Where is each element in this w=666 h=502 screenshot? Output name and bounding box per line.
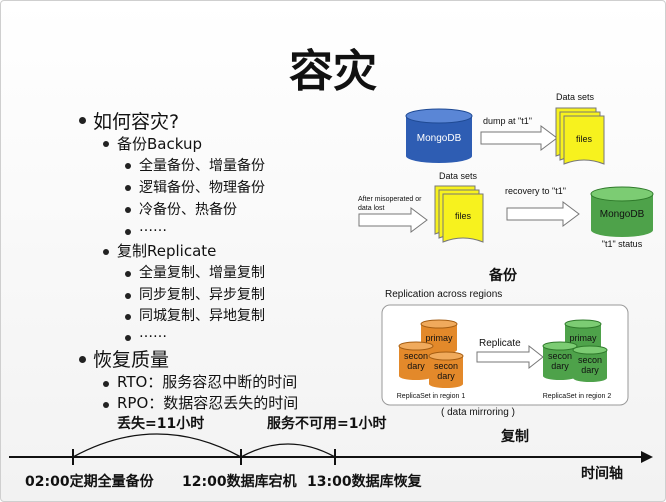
datasets2-label: Data sets <box>439 171 478 181</box>
outline-backup-item: 全量备份、增量备份 <box>139 158 265 174</box>
dump-label: dump at "t1" <box>483 116 532 126</box>
bullet-icon <box>125 229 131 235</box>
files1-label: files <box>576 134 593 144</box>
bullet-icon <box>103 381 109 387</box>
bullet-icon <box>125 335 131 341</box>
bullet-icon <box>125 185 131 191</box>
time-label: 12:00数据库宕机 <box>182 474 297 490</box>
bullet-icon <box>125 293 131 299</box>
primay-label: primay <box>569 333 597 343</box>
bullet-icon <box>125 271 131 277</box>
datasets1-label: Data sets <box>556 92 595 102</box>
axis-label: 时间轴 <box>581 466 623 482</box>
after-label: After misoperated or <box>358 196 422 203</box>
outline-replicate-item: 同步复制、异步复制 <box>139 287 265 303</box>
outline-quality-item: RTO：服务容忍中断的时间 <box>117 373 298 391</box>
files-icon <box>555 107 605 165</box>
outline-backup-item: 逻辑备份、物理备份 <box>139 180 265 196</box>
recovery-label: recovery to "t1" <box>505 186 566 196</box>
loss-label: 丢失=11小时 <box>117 416 205 432</box>
bullet-icon <box>125 314 131 320</box>
replica-secondary-icon <box>572 345 608 382</box>
files-icon <box>434 185 484 243</box>
outline-replicate-item: 全量复制、增量复制 <box>139 265 265 281</box>
dary-label: dary <box>407 361 425 371</box>
replica-secondary-icon <box>542 341 578 380</box>
bullet-icon <box>103 141 109 147</box>
backup-diagram: MongoDB dump at "t1" Data sets files Aft… <box>358 92 654 249</box>
outline-backup: 备份Backup <box>117 135 202 153</box>
outline-question: 如何容灾? <box>93 111 180 133</box>
replica-secondary-icon <box>428 351 464 388</box>
slide-title: 容灾 <box>289 46 377 97</box>
outline-replicate-item: 同城复制、异地复制 <box>139 308 265 324</box>
region2-label: ReplicaSet in region 2 <box>543 393 612 400</box>
bullet-icon <box>125 163 131 169</box>
replicate-label: Replicate <box>479 338 521 349</box>
arrow-right-icon <box>476 344 544 370</box>
bullet-icon <box>103 402 109 408</box>
outline-replicate-item: …… <box>139 325 167 341</box>
bullet-icon <box>103 249 109 255</box>
outline-quality: 恢复质量 <box>93 349 170 371</box>
secon-label: secon <box>548 351 572 361</box>
outline-quality-item: RPO：数据容忍丢失的时间 <box>117 394 299 412</box>
unavailable-span-arc <box>240 443 336 458</box>
loss-span-arc <box>72 433 242 458</box>
replication-diagram: primay secon dary secon dary Replicate p… <box>381 304 629 406</box>
secon-label: secon <box>404 351 428 361</box>
backup-caption: 备份 <box>489 268 517 284</box>
dary-label: dary <box>551 361 569 371</box>
db1-label: MongoDB <box>417 133 462 144</box>
after-label-2: data lost <box>358 205 385 212</box>
secon-label: secon <box>434 361 458 371</box>
arrow-right-icon <box>480 125 558 151</box>
arrow-right-icon <box>358 207 428 233</box>
bullet-icon <box>79 117 86 124</box>
outline-replicate: 复制Replicate <box>117 242 217 260</box>
mirroring-label: ( data mirroring ) <box>441 407 515 418</box>
arrow-right-icon <box>506 201 580 227</box>
dary-label: dary <box>581 365 599 375</box>
axis-arrow-icon <box>641 451 653 463</box>
db2-label: MongoDB <box>600 209 645 220</box>
primay-label: primay <box>425 333 453 343</box>
secon-label: secon <box>578 355 602 365</box>
outline-backup-item: …… <box>139 219 167 235</box>
dary-label: dary <box>437 371 455 381</box>
replication-caption: 复制 <box>501 429 529 445</box>
mongodb-green-icon <box>590 186 654 237</box>
status-label: "t1" status <box>602 239 643 249</box>
outline-backup-item: 冷备份、热备份 <box>139 202 237 218</box>
time-label: 13:00数据库恢复 <box>307 474 422 490</box>
unavailable-label: 服务不可用=1小时 <box>267 416 387 432</box>
replication-header: Replication across regions <box>385 289 503 300</box>
timeline-axis <box>9 433 653 465</box>
replica-secondary-icon <box>398 341 434 380</box>
bullet-icon <box>79 356 86 363</box>
bullet-icon <box>125 207 131 213</box>
region1-label: ReplicaSet in region 1 <box>397 393 466 400</box>
mongodb-blue-icon <box>405 108 473 163</box>
files2-label: files <box>455 211 472 221</box>
time-label: 02:00定期全量备份 <box>25 474 154 490</box>
